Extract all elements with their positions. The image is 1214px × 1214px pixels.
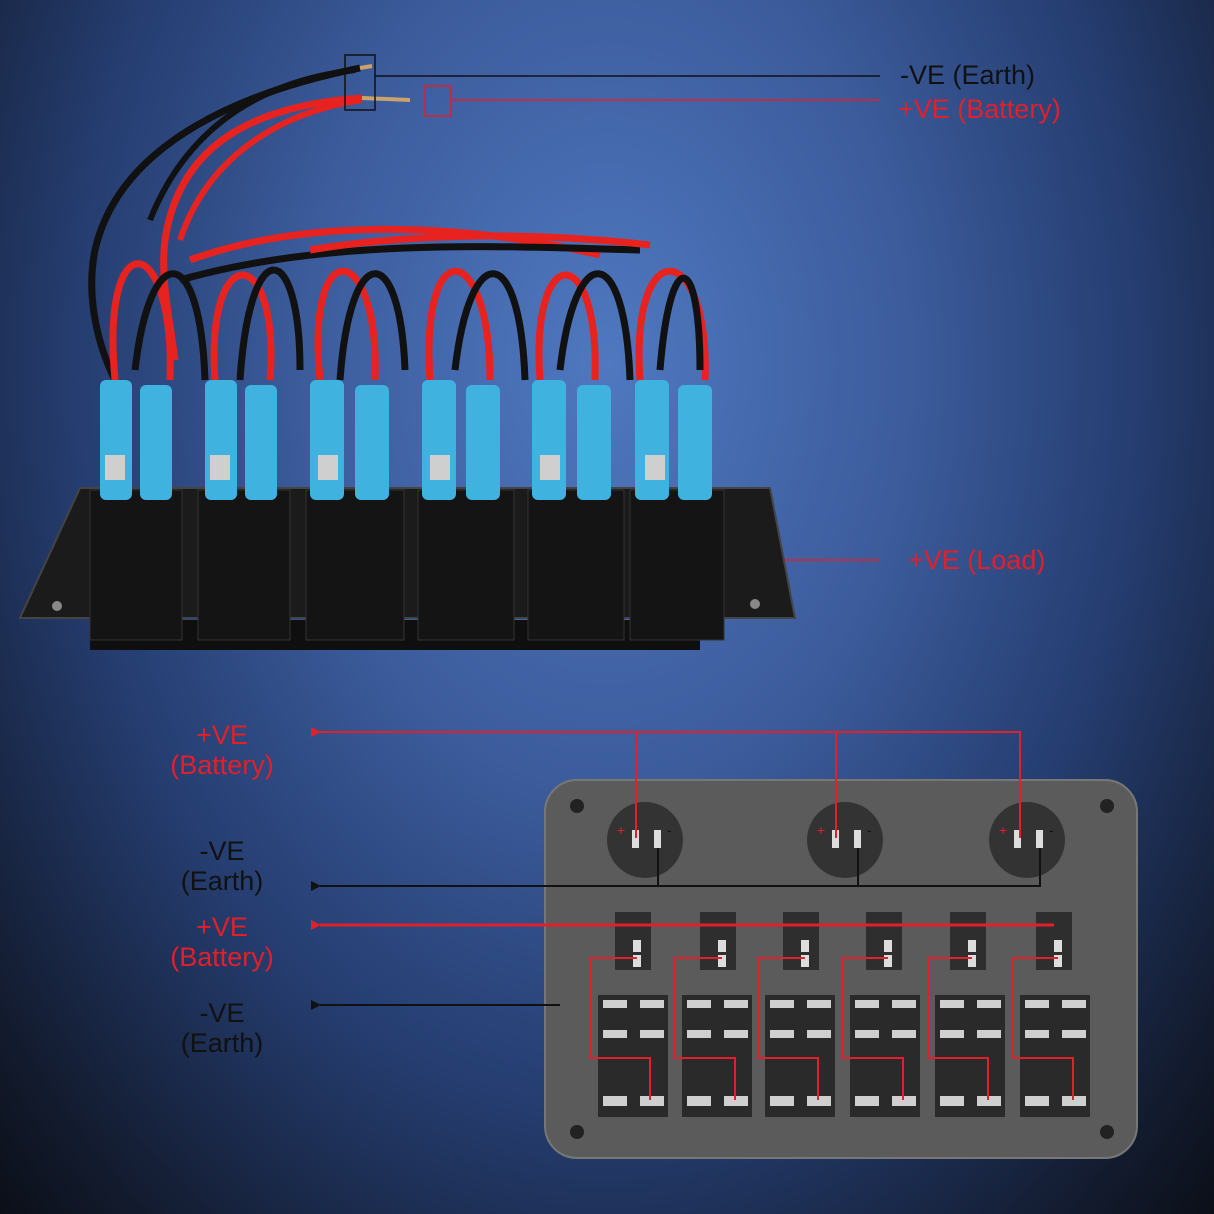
socket-terminal-marks: + + + - - - bbox=[617, 822, 1054, 838]
battery-label-2-line2: (Battery) bbox=[170, 942, 274, 972]
battery-label-2: +VE (Battery) bbox=[162, 912, 282, 972]
rocker-switch-3 bbox=[305, 380, 405, 641]
battery-label-1-line2: (Battery) bbox=[170, 750, 274, 780]
rocker-switch-5 bbox=[527, 380, 625, 641]
earth-label-2-line1: -VE bbox=[199, 998, 245, 1028]
rocker-switches bbox=[89, 380, 725, 641]
earth-label-2: -VE (Earth) bbox=[162, 998, 282, 1058]
bus-lines bbox=[311, 727, 1054, 1010]
plus-mark: + bbox=[617, 822, 625, 838]
battery-label-top: +VE (Battery) bbox=[898, 94, 1061, 124]
socket-3 bbox=[989, 802, 1065, 878]
rocker-switch-6 bbox=[629, 380, 725, 641]
rocker-switch-4 bbox=[417, 380, 515, 641]
panel-schematic bbox=[544, 779, 1138, 1159]
earth-label-1-line2: (Earth) bbox=[180, 866, 264, 896]
battery-label-1-line1: +VE bbox=[196, 720, 248, 750]
battery-label-2-line1: +VE bbox=[196, 912, 248, 942]
earth-label-top: -VE (Earth) bbox=[900, 60, 1036, 90]
socket-1 bbox=[607, 802, 683, 878]
earth-label-2-line2: (Earth) bbox=[180, 1028, 264, 1058]
plus-mark: + bbox=[817, 822, 825, 838]
rocker-switch-1 bbox=[89, 380, 183, 641]
minus-mark: - bbox=[667, 822, 672, 838]
socket-2 bbox=[807, 802, 883, 878]
earth-label-1-line1: -VE bbox=[199, 836, 245, 866]
earth-label-1: -VE (Earth) bbox=[162, 836, 282, 896]
plus-mark: + bbox=[999, 822, 1007, 838]
wire-loops bbox=[109, 225, 709, 381]
minus-mark: - bbox=[1049, 822, 1054, 838]
rocker-switch-2 bbox=[197, 380, 291, 641]
minus-mark: - bbox=[867, 822, 872, 838]
battery-label-1: +VE (Battery) bbox=[162, 720, 282, 780]
load-label: +VE (Load) bbox=[908, 545, 1046, 575]
